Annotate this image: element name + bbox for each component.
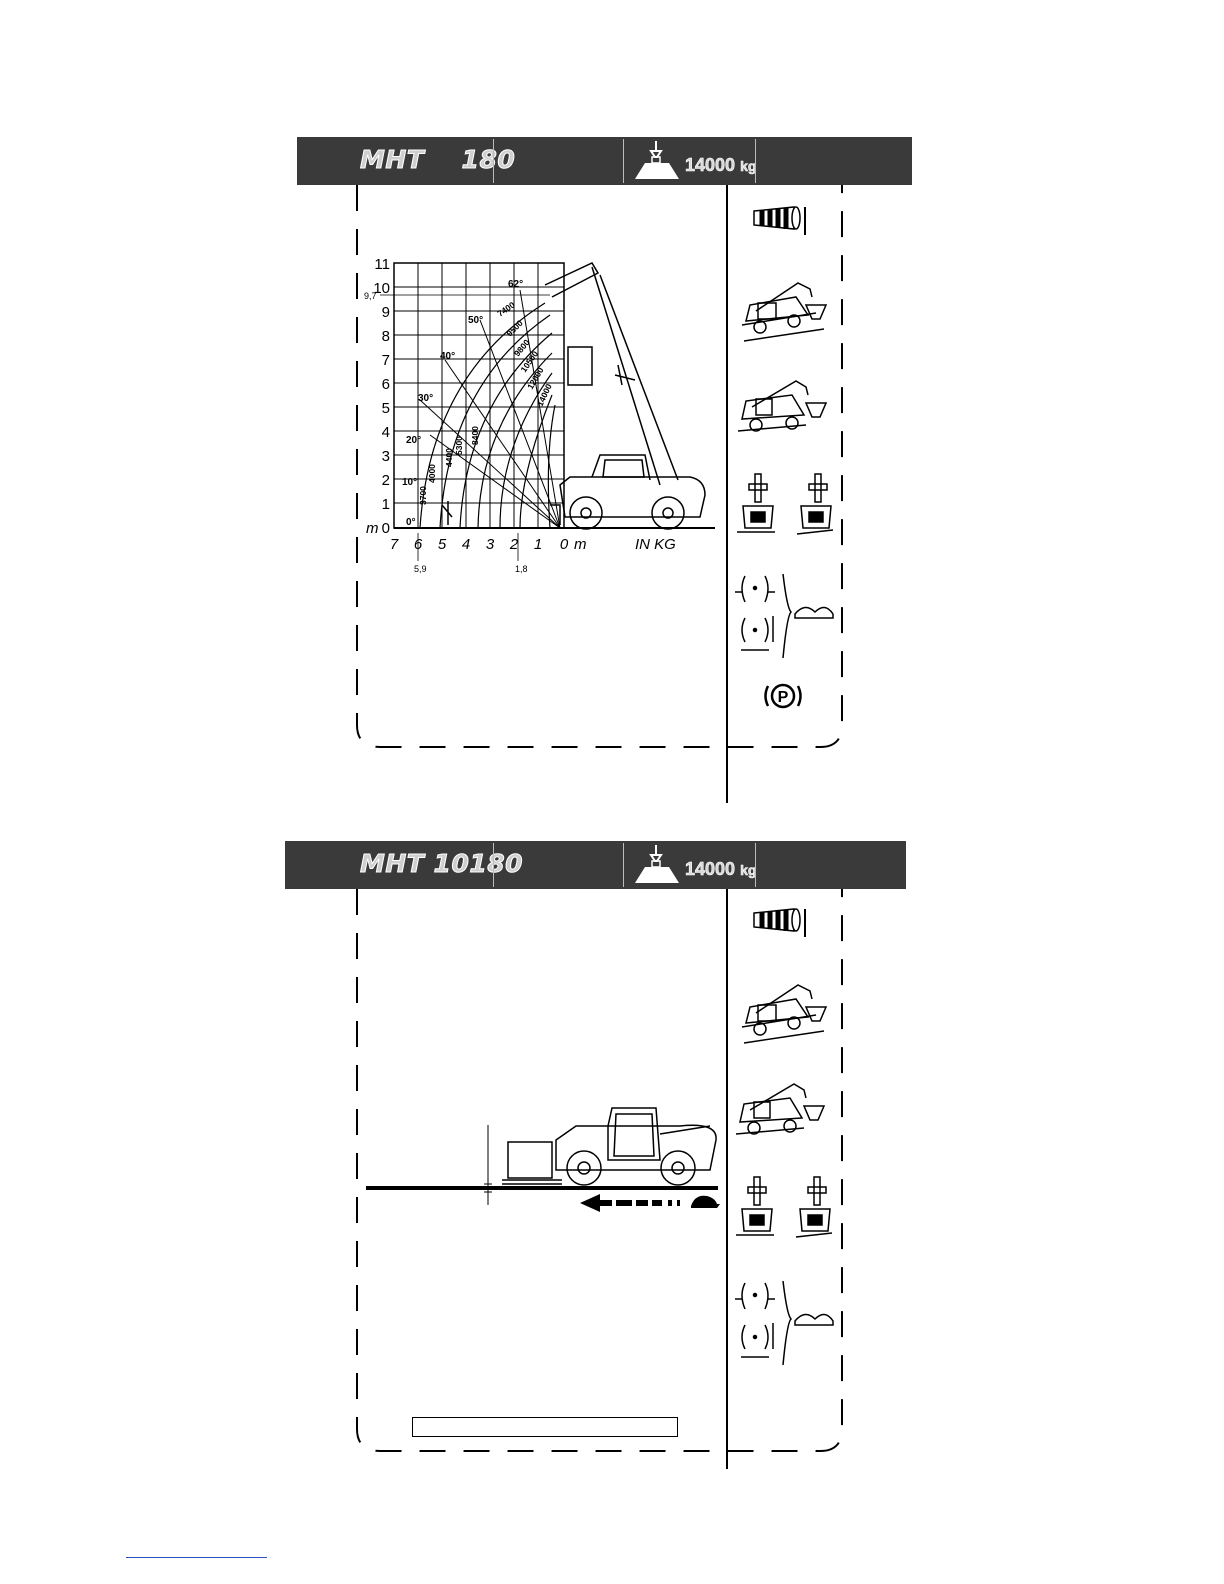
load-weight-icon [631,137,683,183]
x-tick: 2 [509,536,519,553]
windsock-icon [750,907,810,937]
y-tick: 4 [382,424,390,441]
angle-label: 40° [440,351,455,362]
svg-text:P: P [778,689,789,706]
panel2-model-name: MHT 10180 [360,849,523,878]
angle-label: 62° [508,279,523,290]
y-tick: 8 [382,328,390,345]
angle-label: 20° [406,435,421,446]
y-tick: 3 [382,448,390,465]
x-unit-label: m [574,536,587,553]
footer-link-underline[interactable] [126,1557,267,1558]
y-tick: 0 [382,520,390,537]
banner-divider [755,139,756,183]
x-tick: 4 [462,536,470,553]
travel-direction-arrow-icon [578,1192,683,1214]
x-tick: 0 [560,536,569,553]
y-extra-label: 9,7 [364,291,377,301]
windsock-icon [750,205,810,235]
load-label: 4000 [427,464,437,483]
load-weight-icon [631,841,683,887]
panel1-header-banner: MHT 180 14000 kg [297,137,912,185]
panel1-capacity: 14000 kg [685,155,756,176]
load-label: 4400 [444,448,454,467]
tyre-pressure-icon [735,568,835,660]
telehandler-slope-side-icon [734,375,829,440]
y-tick: 9 [382,304,390,321]
x-extra-left-label: 5,9 [414,564,427,574]
banner-divider [493,843,494,887]
x-tick: 7 [390,536,399,553]
telehandler-level-icon [734,1173,834,1241]
chart-grid [380,263,564,528]
unit-in-kg-label: IN KG [635,536,676,553]
load-label: 5300 [454,436,464,455]
load-chart: 11 10 9 8 7 6 5 4 3 2 1 0 m 9,7 7 6 5 4 … [360,255,720,585]
x-axis-labels: 7 6 5 4 3 2 1 0 [390,536,569,553]
y-tick: 1 [382,496,390,513]
banner-divider [623,843,624,887]
tyre-pressure-icon [735,1275,835,1367]
slow-speed-turtle-icon [687,1192,721,1212]
telehandler-slope-forward-icon [736,977,831,1049]
banner-divider [755,843,756,887]
y-tick: 2 [382,472,390,489]
parking-brake-icon: P [762,680,804,712]
blank-label-box [412,1417,678,1437]
x-tick: 5 [438,536,447,553]
telehandler-level-icon [735,470,835,538]
y-unit-label: m [366,520,379,537]
panel2-header-banner: MHT 10180 14000 kg [285,841,906,889]
angle-label: 50° [468,315,483,326]
load-arcs [420,303,555,528]
load-label: 8400 [470,426,480,445]
telehandler-slope-forward-icon [736,275,831,347]
x-tick: 3 [486,536,495,553]
y-tick: 5 [382,400,390,417]
angle-label: 0° [406,517,416,528]
load-label: 3700 [418,486,428,505]
x-tick: 1 [534,536,542,553]
angle-label: 30° [418,393,433,404]
y-tick: 11 [374,256,390,273]
y-tick: 6 [382,376,390,393]
y-tick: 7 [382,352,390,369]
x-extra-right-label: 1,8 [515,564,528,574]
telehandler-slope-side-icon [732,1078,827,1143]
panel2-capacity: 14000 kg [685,859,756,880]
angle-label: 10° [402,477,417,488]
banner-divider [493,139,494,183]
panel1-model-name: MHT 180 [360,145,515,174]
banner-divider [623,139,624,183]
